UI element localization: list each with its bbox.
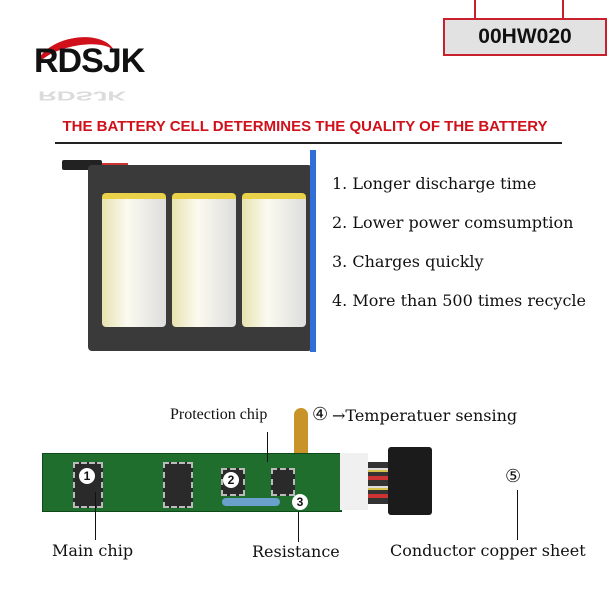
conductor-pointer: [517, 490, 518, 540]
wire-cable: [368, 462, 390, 504]
model-connector-line: [474, 0, 476, 18]
battery-cell: [242, 193, 306, 327]
marker-1: 1: [79, 468, 95, 484]
copper-sheet: [340, 453, 368, 510]
battery-edge: [310, 150, 316, 352]
logo-text: RDSJK: [34, 42, 145, 80]
marker-2: 2: [223, 472, 239, 488]
model-number: 00HW020: [443, 18, 607, 56]
marker-3: 3: [292, 494, 308, 510]
mosfet-chip: [271, 468, 295, 496]
feature-item: 1. Longer discharge time: [332, 174, 537, 193]
battery-connector: [62, 160, 102, 170]
brand-logo: RDSJK RDSJK: [24, 30, 184, 103]
battery-cell: [102, 193, 166, 327]
protection-chip-pointer: [267, 432, 268, 462]
resistance-pointer: [298, 512, 299, 542]
battery-image: [88, 165, 312, 351]
conductor-label: Conductor copper sheet: [390, 541, 586, 560]
main-chip-label: Main chip: [52, 541, 134, 560]
cable-plug: [388, 447, 432, 515]
headline: THE BATTERY CELL DETERMINES THE QUALITY …: [62, 118, 548, 135]
divider: [55, 142, 562, 144]
temperature-sensor: [294, 408, 308, 458]
protection-chip-label: Protection chip: [170, 406, 268, 423]
battery-cell: [172, 193, 236, 327]
resistance-label: Resistance: [252, 542, 340, 561]
resistor: [222, 498, 280, 506]
main-chip-pointer: [95, 492, 96, 540]
temperature-number: ④: [312, 404, 329, 425]
pcb-board: 1 2: [42, 453, 342, 512]
feature-item: 2. Lower power comsumption: [332, 213, 574, 232]
ic-chip: [163, 462, 193, 508]
feature-item: 4. More than 500 times recycle: [332, 291, 587, 310]
feature-item: 3. Charges quickly: [332, 252, 484, 271]
logo-reflection: RDSJK: [38, 88, 127, 104]
temperature-label: →Temperatuer sensing: [332, 406, 518, 425]
model-connector-line: [562, 0, 564, 18]
conductor-number: ⑤: [505, 466, 522, 487]
